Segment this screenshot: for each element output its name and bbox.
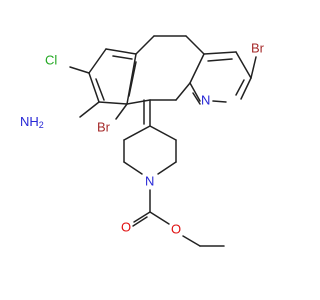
atom-labels: Cl NH2 Br Br N N O O — [20, 41, 265, 237]
chlorine-label: Cl — [45, 53, 57, 68]
amino-subscript: 2 — [39, 120, 44, 130]
piperidine-nitrogen-label: N — [145, 174, 154, 189]
ester-oxygen-label: O — [171, 222, 181, 237]
amino-group-label: NH2 — [20, 114, 44, 131]
bromine-label-pyridine: Br — [251, 41, 265, 56]
pyridine-nitrogen-label: N — [201, 93, 210, 108]
molecule-structure: Cl NH2 Br Br N N O O — [20, 35, 265, 247]
bromine-label-benzene: Br — [97, 120, 111, 135]
carbonyl-oxygen-label: O — [121, 220, 131, 235]
bond-skeleton — [69, 35, 257, 247]
